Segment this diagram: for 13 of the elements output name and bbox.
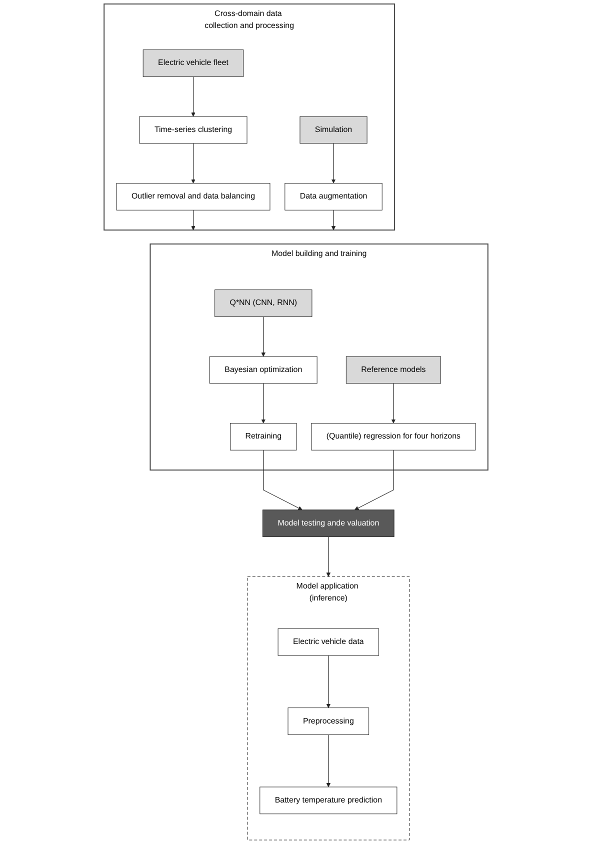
arrow [191,76,196,117]
arrow [331,210,336,230]
arrow [261,316,266,357]
arrow [261,383,266,424]
arrow [326,655,331,708]
arrow [326,536,331,577]
arrow [263,450,302,510]
arrow [191,143,196,184]
arrow [354,450,394,510]
arrow [391,383,396,424]
arrow [331,143,336,184]
arrow [326,734,331,788]
arrow [191,210,196,230]
